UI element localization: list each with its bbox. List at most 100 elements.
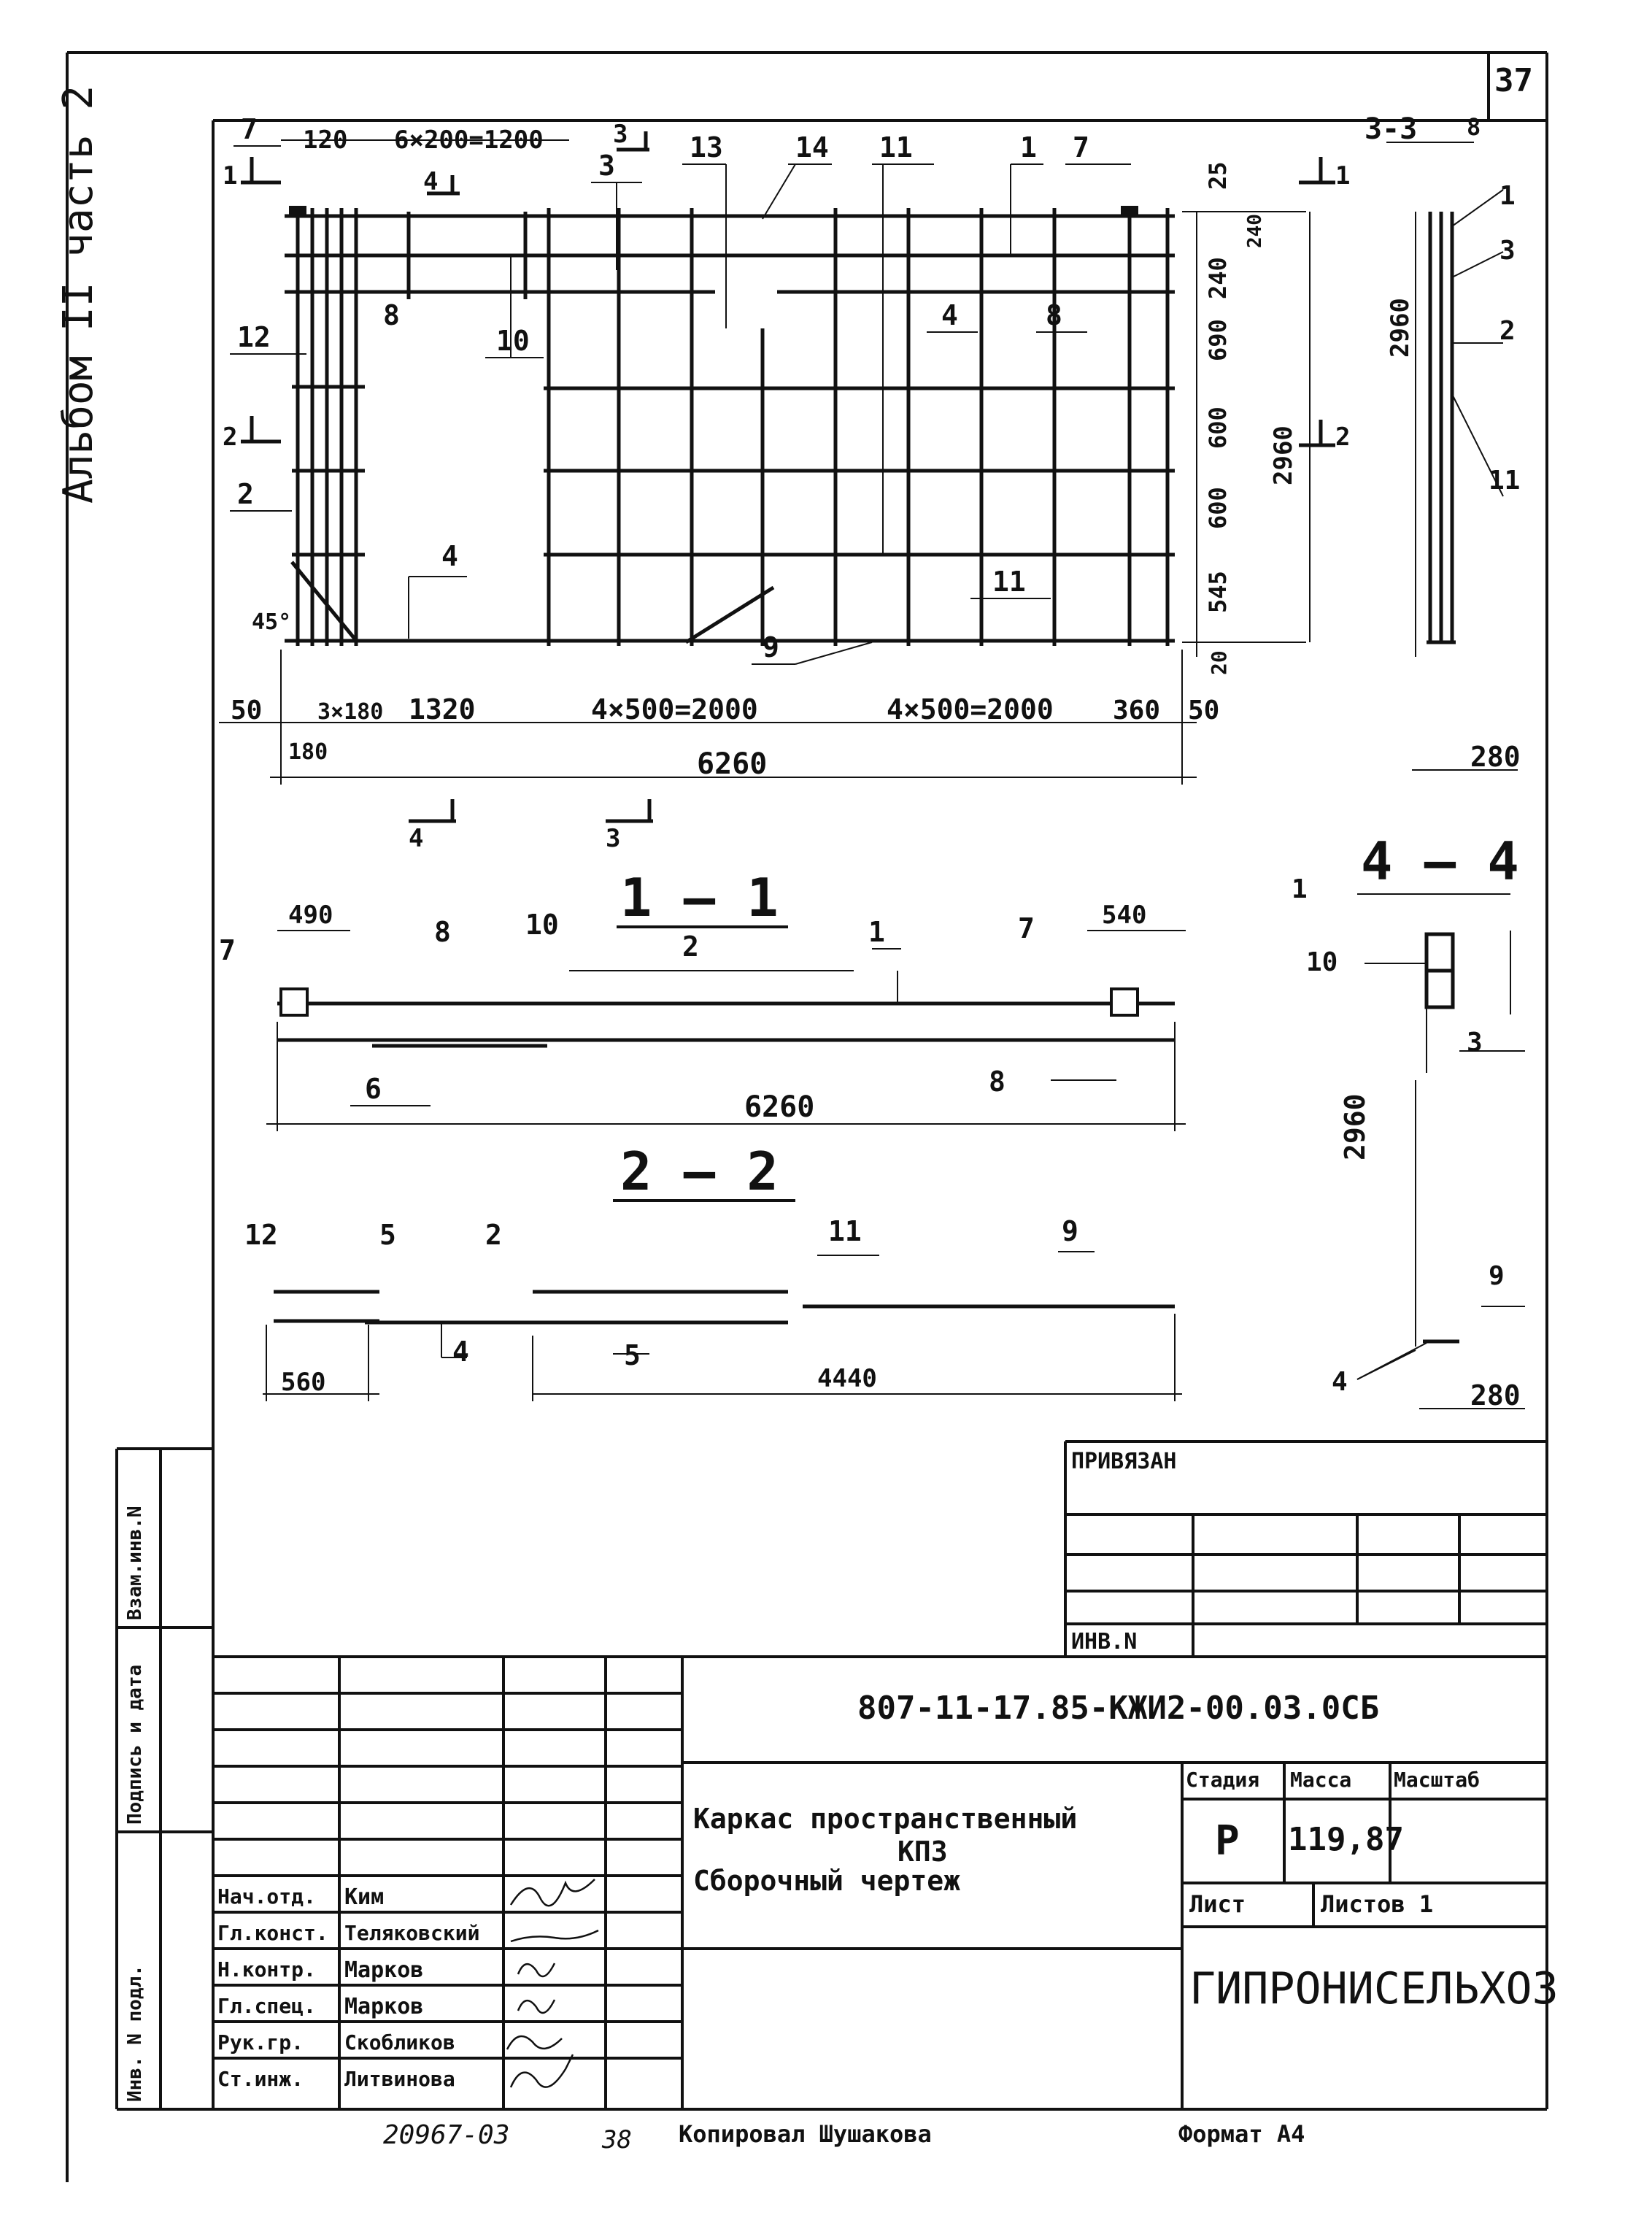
callout-3: 3	[598, 150, 615, 182]
main-dimension-lines	[219, 139, 1311, 785]
staff-role-0: Нач.отд.	[217, 1884, 316, 1909]
s22-callout-12: 12	[244, 1219, 278, 1251]
s22-callout-4: 4	[452, 1336, 469, 1368]
callout-14: 14	[795, 131, 829, 163]
s33-height: 2960	[1386, 298, 1415, 358]
dim-180: 180	[288, 739, 328, 765]
mark-1-left: 1	[223, 161, 237, 190]
dim-3x180: 3×180	[317, 699, 383, 725]
staff-name-5: Литвинова	[344, 2067, 455, 2091]
s22-dim-4440: 4440	[817, 1364, 877, 1393]
mark-4-top: 4	[423, 167, 438, 196]
dim-120: 120	[303, 126, 347, 155]
drawing-title-line2: КП3	[898, 1836, 948, 1868]
s33-width: 280	[1470, 741, 1521, 773]
s11-callout-7a: 7	[219, 934, 236, 966]
s33-callout-1: 1	[1499, 181, 1516, 211]
section-1-1-text: 1 — 1 490 540 6260 7 8 10 2 1 7 6 8	[219, 867, 1146, 1124]
section-2-2-dims	[263, 1251, 1182, 1401]
s11-plates	[279, 987, 1139, 1017]
scale-label: Масштаб	[1394, 1768, 1481, 1792]
s22-callout-5b: 5	[624, 1339, 641, 1371]
main-frame-view	[285, 208, 1175, 646]
mark-2-left: 2	[223, 423, 237, 452]
callout-4b: 4	[941, 299, 958, 331]
s22-callout-9: 9	[1062, 1215, 1078, 1247]
callout-11b: 11	[992, 566, 1026, 598]
side-inv-orig: Инв. N подл.	[124, 1965, 146, 2102]
dim-6x200: 6×200=1200	[394, 126, 544, 155]
s11-callout-6: 6	[365, 1073, 382, 1105]
section-mark-labels: 1 1 2 2 3 3 4 4	[223, 120, 1350, 853]
mark-1-right: 1	[1335, 161, 1350, 190]
organization: ГИПРОНИСЕЛЬХОЗ	[1189, 1963, 1559, 2014]
s11-callout-1: 1	[868, 916, 885, 948]
section-marks	[241, 131, 1335, 823]
dim-600-a: 600	[1204, 407, 1232, 449]
callout-leaders	[230, 145, 1131, 665]
s44-callout-3: 3	[1467, 1028, 1483, 1058]
staff-name-2: Марков	[344, 1957, 424, 1983]
dim-545: 545	[1204, 571, 1232, 613]
dim-4x500-b: 4×500=2000	[887, 693, 1054, 725]
signatures	[506, 1879, 599, 2088]
callout-9: 9	[763, 631, 779, 663]
s33-callout-8: 8	[1467, 113, 1481, 141]
section-3-3	[1427, 212, 1456, 644]
drawing-title-line3: Сборочный чертеж	[693, 1865, 961, 1897]
section-2-2-title: 2 — 2	[620, 1141, 779, 1202]
callout-1: 1	[1020, 131, 1037, 163]
binding-block	[1064, 1440, 1547, 1657]
section-4-4	[1423, 932, 1459, 1344]
footer-page: 38	[602, 2125, 632, 2154]
dim-360: 360	[1113, 696, 1160, 725]
side-signature-date: Подпись и дата	[124, 1664, 146, 1825]
mark-3-top: 3	[613, 120, 628, 149]
s11-callout-8b: 8	[989, 1066, 1006, 1098]
drawing-title-line1: Каркас пространственный	[693, 1803, 1078, 1835]
side-replace-inv: Взам.инв.N	[124, 1506, 146, 1620]
footer-format: Формат А4	[1178, 2120, 1305, 2148]
s11-dim-6260: 6260	[744, 1090, 814, 1124]
binding-title: ПРИВЯЗАН	[1071, 1449, 1177, 1474]
dim-240-a: 240	[1244, 214, 1266, 248]
dim-4x500-a: 4×500=2000	[591, 693, 758, 725]
s22-callout-5a: 5	[379, 1219, 396, 1251]
dim-50-left: 50	[231, 696, 262, 725]
s22-callout-2: 2	[485, 1219, 502, 1251]
footer-copied: Копировал Шушакова	[679, 2120, 932, 2148]
footer-doc-no: 20967-03	[383, 2120, 510, 2150]
s11-dim-540: 540	[1102, 901, 1146, 930]
s33-callout-2: 2	[1499, 316, 1516, 346]
s44-height: 2960	[1339, 1093, 1371, 1160]
staff-role-3: Гл.спец.	[217, 1994, 316, 2018]
mass-value: 119,87	[1288, 1821, 1404, 1858]
dim-50-right: 50	[1188, 696, 1219, 725]
staff-role-4: Рук.гр.	[217, 2030, 304, 2054]
callout-13: 13	[690, 131, 723, 163]
section-1-1-dims	[266, 930, 1186, 1131]
dim-2960-main: 2960	[1269, 425, 1298, 485]
s44-callout-10: 10	[1306, 947, 1338, 977]
callout-4a: 4	[441, 540, 458, 572]
section-3-3-text: 3-3 8 1 3 2 11 2960 280	[1365, 112, 1521, 773]
dim-20: 20	[1207, 650, 1231, 675]
section-2-2-text: 2 — 2 560 4440 12 5 2 11 9 4 5	[244, 1141, 1078, 1397]
staff-name-1: Теляковский	[344, 1921, 480, 1945]
album-label: Альбом II часть 2	[55, 85, 102, 504]
binding-inv: ИНВ.N	[1071, 1629, 1138, 1655]
dim-6260-main: 6260	[697, 747, 767, 781]
callout-10: 10	[496, 325, 530, 357]
s22-dim-560: 560	[281, 1368, 325, 1397]
callout-8a: 8	[383, 299, 400, 331]
s11-dim-490: 490	[288, 901, 333, 930]
stage-label: Стадия	[1186, 1768, 1260, 1792]
s44-callout-1: 1	[1292, 874, 1308, 904]
sheet-number: 37	[1494, 62, 1533, 99]
angle-label: 45°	[252, 609, 291, 635]
s44-callout-9: 9	[1489, 1261, 1505, 1291]
dim-1320: 1320	[409, 693, 476, 725]
stage-value: Р	[1215, 1817, 1240, 1865]
mass-label: Масса	[1290, 1768, 1352, 1792]
